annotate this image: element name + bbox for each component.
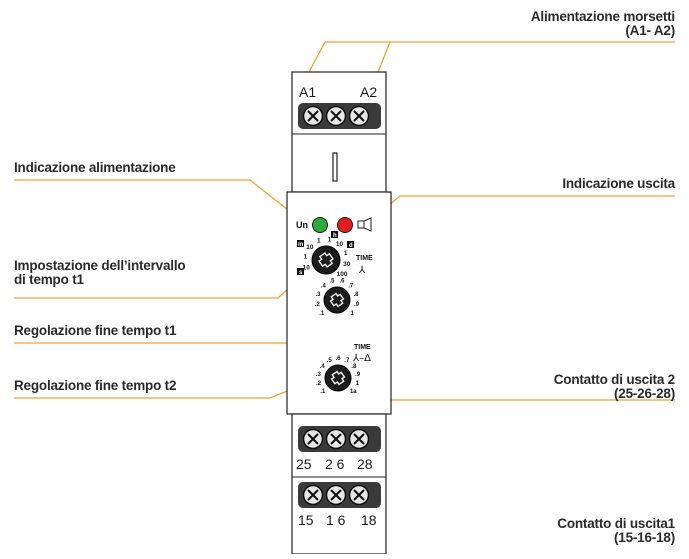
terminal-16-label: 1 6 xyxy=(326,512,346,528)
dial1-tick-7: 30 xyxy=(343,261,351,268)
screw-a1[interactable] xyxy=(302,105,324,127)
dial1-tick-3: 1 xyxy=(317,238,321,245)
callout-output1: Contatto di uscita1 (15-16-18) xyxy=(557,517,675,545)
screw-18[interactable] xyxy=(348,484,370,506)
screw-26[interactable] xyxy=(325,428,347,450)
terminal-15-label: 15 xyxy=(298,512,314,528)
dial-t1-fine-scale: .1 .2 .3.4.5 .6.7 .8 .9 1 xyxy=(315,279,360,317)
range-s-badge xyxy=(297,268,304,275)
dial2-tick-5: .6 xyxy=(339,279,345,285)
dial-t1-range-knob[interactable] xyxy=(311,245,341,275)
dial3-tick-4: .5 xyxy=(327,358,333,364)
time-label-3: TIME xyxy=(354,344,371,351)
dial3-tick-0: .1 xyxy=(320,389,326,395)
device-slot xyxy=(332,152,338,182)
leader-output-indication xyxy=(379,195,675,214)
terminal-25-label: 25 xyxy=(296,456,312,472)
leader-output2-a xyxy=(372,399,675,426)
terminal-a2-label: A2 xyxy=(360,84,377,100)
callout-output2-line1: Contatto di uscita 2 xyxy=(553,372,675,387)
dial3-tick-1: .2 xyxy=(316,381,322,387)
dial2-tick-1: .2 xyxy=(315,302,321,308)
leader-supply-terminals xyxy=(377,41,675,73)
dial3-tick-8: .9 xyxy=(355,372,361,378)
dial2-tick-0: .1 xyxy=(319,311,325,317)
time-symbol-3: ⅄–Δ xyxy=(353,353,371,364)
range-h-badge xyxy=(331,231,338,238)
dial-t1-fine-knob[interactable] xyxy=(323,286,351,314)
dial3-tick-7: .8 xyxy=(351,364,357,370)
dial-t2-fine-scale: .1 .2 .3 .4.5.6.7.8 .9 1 1a xyxy=(316,356,361,395)
dial3-tick-3: .4 xyxy=(320,364,326,370)
terminal-26-label: 2 6 xyxy=(325,456,345,472)
screw-25[interactable] xyxy=(302,428,324,450)
callout-t1-interval: Impostazione dell’intervallo di tempo t1 xyxy=(14,258,186,287)
callout-output2-line2: (25-26-28) xyxy=(613,386,675,401)
dial1-tick-2: 10 xyxy=(306,244,314,251)
dial2-tick-7: .8 xyxy=(353,292,359,298)
device-top-module xyxy=(291,71,387,193)
dial2-tick-8: .9 xyxy=(354,302,360,308)
dial2-tick-9: 1 xyxy=(351,311,355,317)
dial3-tick-2: .3 xyxy=(316,372,322,378)
leader-supply-terminals-a1b xyxy=(308,41,326,73)
callout-t1-fine: Regolazione fine tempo t1 xyxy=(14,323,177,338)
time-symbol-1: ⅄ xyxy=(359,265,366,276)
callout-t1-interval-line2: di tempo t1 xyxy=(14,272,84,287)
screw-28[interactable] xyxy=(348,428,370,450)
range-d-badge xyxy=(347,241,354,248)
relay-device: A1 A2 25 2 6 28 15 1 6 18 Un m s h d TIM… xyxy=(286,71,392,555)
led-output-red xyxy=(337,217,353,233)
screw-15[interactable] xyxy=(302,484,324,506)
dial3-tick-9: 1 xyxy=(356,381,360,387)
dial1-tick-5: 10 xyxy=(336,241,344,248)
range-m-label: m xyxy=(298,242,303,248)
dial2-tick-6: .7 xyxy=(348,284,354,290)
screw-a2[interactable] xyxy=(348,105,370,127)
dial3-tick-6: .7 xyxy=(344,358,350,364)
dial1-tick-0: 10 xyxy=(303,265,311,272)
callout-supply-terminals-line1: Alimentazione morsetti xyxy=(530,9,675,24)
terminal-18-label: 18 xyxy=(361,512,377,528)
callout-output1-line1: Contatto di uscita1 xyxy=(557,516,675,531)
terminal-a1-label: A1 xyxy=(299,84,316,100)
dial1-tick-1: 1 xyxy=(303,254,307,261)
led-power-green xyxy=(312,217,328,233)
terminal-28-label: 28 xyxy=(357,456,373,472)
dial1-tick-8: 100 xyxy=(337,271,348,278)
range-s-label: s xyxy=(299,270,303,276)
dial3-tick-10: 1a xyxy=(350,389,357,395)
dial2-tick-3: .4 xyxy=(321,284,327,290)
dial-t2-fine-knob[interactable] xyxy=(324,364,352,392)
bottom-screws xyxy=(302,484,370,506)
callout-t1-interval-line1: Impostazione dell’intervallo xyxy=(14,258,186,273)
range-m-badge xyxy=(297,240,304,247)
relay-output-icon xyxy=(357,217,372,232)
callout-t2-fine: Regolazione fine tempo t2 xyxy=(14,378,177,393)
range-d-label: d xyxy=(349,243,353,249)
callout-supply-terminals: Alimentazione morsetti (A1- A2) xyxy=(531,10,675,38)
dial1-tick-6: 1 xyxy=(344,250,348,257)
screw-mid-top[interactable] xyxy=(325,105,347,127)
top-screws xyxy=(302,105,370,127)
callout-supply-indication: Indicazione alimentazione xyxy=(14,160,176,175)
callout-output-indication: Indicazione uscita xyxy=(562,176,675,191)
mid-screws xyxy=(302,428,370,450)
callout-supply-terminals-line2: (A1- A2) xyxy=(625,23,675,38)
dial1-tick-4: 1 xyxy=(328,237,332,244)
dial3-tick-5: .6 xyxy=(335,356,341,362)
callout-output1-line2: (15-16-18) xyxy=(613,530,675,545)
dial2-tick-2: .3 xyxy=(315,292,321,298)
led-un-label: Un xyxy=(296,220,308,230)
time-label-1: TIME xyxy=(356,255,373,262)
dial2-tick-4: .5 xyxy=(329,279,335,285)
screw-16[interactable] xyxy=(325,484,347,506)
range-h-label: h xyxy=(333,233,337,239)
leader-supply-indication xyxy=(14,179,293,214)
callout-output2: Contatto di uscita 2 (25-26-28) xyxy=(554,373,675,401)
